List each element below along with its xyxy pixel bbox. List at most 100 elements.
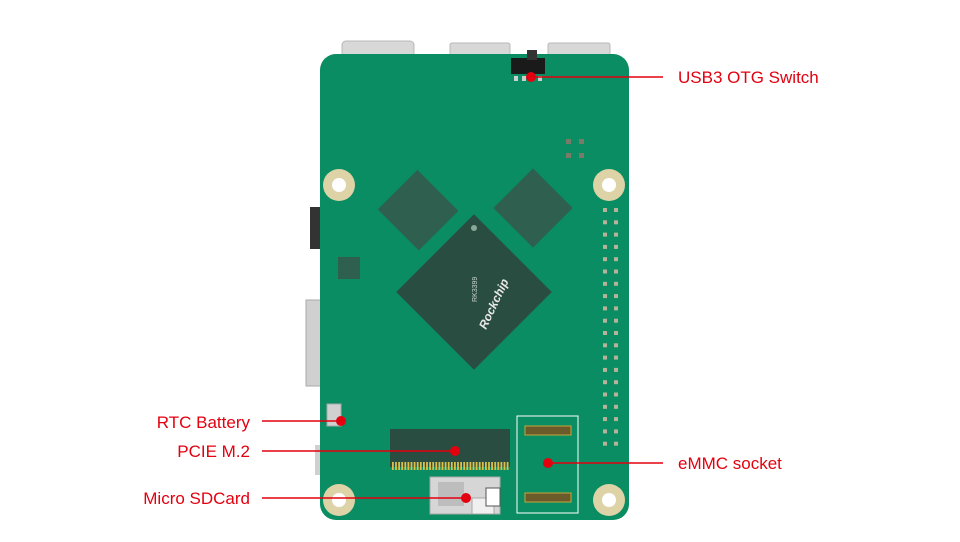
gpio-pin (603, 331, 607, 335)
callout-pcie-m2 (262, 446, 460, 456)
mounting-hole-bottom-right (593, 484, 625, 516)
callout-usb3-otg-switch (526, 72, 663, 82)
gpio-pin (603, 208, 607, 212)
m2-contact (472, 462, 475, 470)
small-chip (338, 257, 360, 279)
gpio-pin (614, 355, 618, 360)
gpio-pin (614, 343, 618, 348)
m2-contact (413, 462, 416, 470)
usb3-otg-switch (511, 50, 545, 81)
gpio-header (603, 208, 618, 446)
m2-contact (438, 462, 441, 470)
gpio-pin (603, 294, 607, 299)
gpio-pin (614, 269, 618, 274)
mounting-hole-top-right (593, 169, 625, 201)
m2-contact (392, 462, 394, 470)
callout-micro-sdcard (262, 493, 471, 503)
m2-contact (416, 462, 419, 470)
gpio-pin (603, 380, 607, 385)
m2-contact (419, 462, 422, 470)
soc-model-text: RK3399 (472, 277, 479, 302)
m2-contact (500, 462, 503, 470)
gpio-pin (614, 208, 618, 212)
gpio-pin (603, 244, 607, 249)
m2-contact (491, 462, 493, 470)
m2-contact (435, 462, 438, 470)
m2-contact (450, 462, 453, 470)
gpio-pin (603, 306, 607, 311)
m2-contact (432, 462, 435, 470)
m2-contact (426, 462, 428, 470)
ram-chip-left (377, 169, 459, 251)
callout-emmc-socket (543, 458, 663, 468)
mounting-hole-bottom-left (323, 484, 355, 516)
m2-contact (423, 462, 425, 470)
gpio-pin (614, 220, 618, 225)
m2-contact (506, 462, 509, 470)
m2-contact (463, 462, 466, 470)
m2-contact (494, 462, 497, 470)
m2-contact (454, 462, 456, 470)
gpio-pin (614, 244, 618, 249)
m2-contact (444, 462, 447, 470)
label-usb3-otg-switch: USB3 OTG Switch (678, 68, 819, 87)
side-button (315, 445, 323, 475)
m2-contact (457, 462, 459, 470)
gpio-pin (614, 306, 618, 311)
gpio-pin (603, 220, 607, 225)
gpio-pin (614, 367, 618, 372)
gpio-pin (614, 392, 618, 397)
m2-contact (460, 462, 462, 470)
m2-contact (398, 462, 400, 470)
gpio-pin (614, 441, 618, 446)
gpio-pin (603, 367, 607, 372)
m2-contact (395, 462, 397, 470)
label-rtc-battery: RTC Battery (156, 413, 250, 432)
m2-contact (488, 462, 490, 470)
label-emmc-socket: eMMC socket (678, 454, 782, 473)
gpio-pin (614, 294, 618, 299)
gpio-pin (614, 232, 618, 237)
gpio-pin (603, 404, 607, 409)
soc-chip: Rockchip RK3399 (396, 214, 552, 370)
gpio-pin (614, 429, 618, 434)
gpio-pin (603, 429, 607, 434)
m2-contact (466, 462, 469, 470)
m2-contact (410, 462, 413, 470)
label-pcie-m2: PCIE M.2 (177, 442, 250, 461)
m2-contact (404, 462, 407, 470)
test-pads (566, 139, 584, 158)
pcie-m2-slot (390, 429, 510, 470)
m2-contact (429, 462, 431, 470)
m2-contact (469, 462, 472, 470)
m2-contact (401, 462, 404, 470)
callout-rtc-battery (262, 416, 346, 426)
gpio-pin (603, 417, 607, 422)
m2-contact (485, 462, 487, 470)
gpio-pin (603, 257, 607, 262)
m2-contact (441, 462, 444, 470)
gpio-pin (603, 441, 607, 446)
gpio-pin (614, 257, 618, 262)
m2-contact (447, 462, 450, 470)
m2-contact (407, 462, 410, 470)
mounting-hole-top-left (323, 169, 355, 201)
m2-contact (503, 462, 506, 470)
gpio-pin (603, 318, 607, 323)
gpio-pin (614, 417, 618, 422)
gpio-pin (603, 355, 607, 360)
gpio-pin (614, 404, 618, 409)
m2-contact (497, 462, 500, 470)
m2-contact (481, 462, 484, 470)
gpio-pin (614, 281, 618, 286)
label-micro-sdcard: Micro SDCard (143, 489, 250, 508)
emmc-socket (516, 415, 579, 514)
gpio-pin (614, 380, 618, 385)
m2-contact (478, 462, 481, 470)
gpio-pin (603, 281, 607, 286)
m2-contact (475, 462, 478, 470)
gpio-pin (603, 232, 607, 237)
gpio-pin (603, 343, 607, 348)
